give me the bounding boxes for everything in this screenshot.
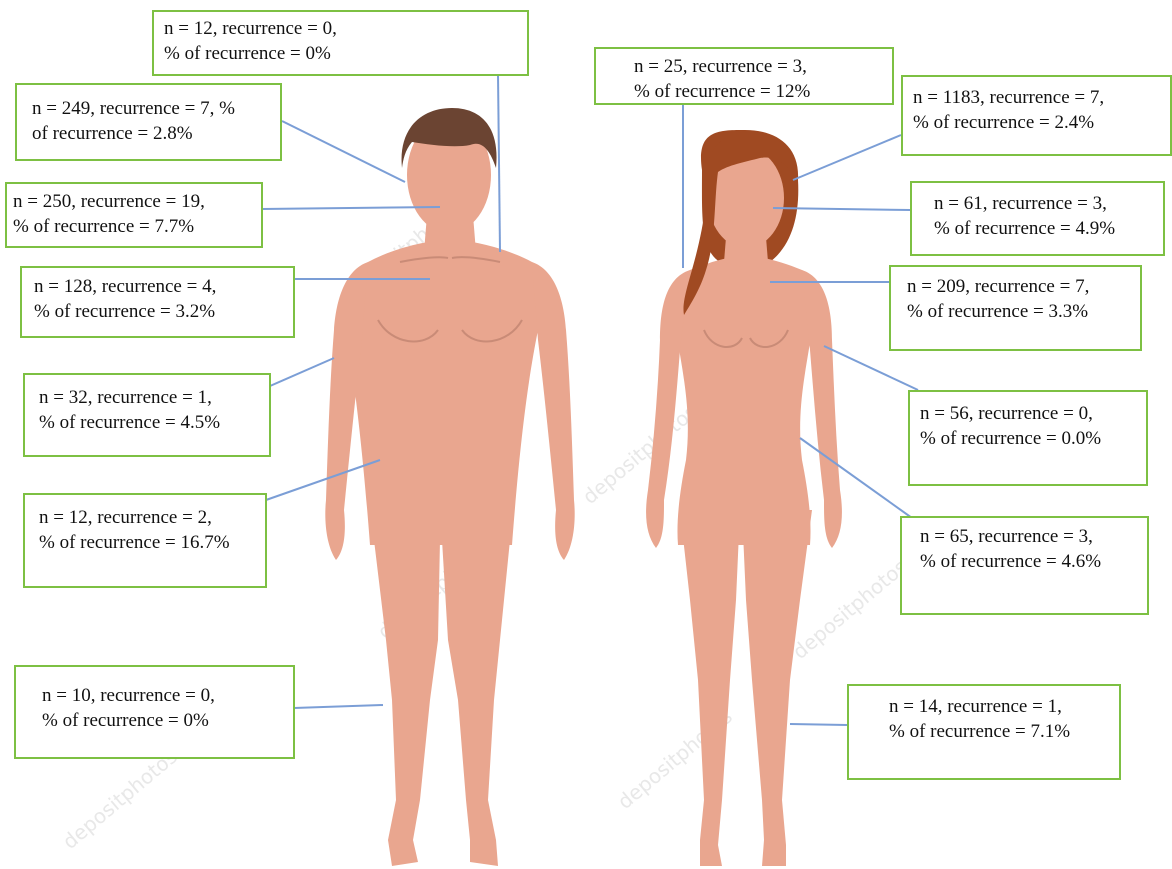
label-line-2: % of recurrence = 0%	[164, 41, 527, 66]
label-line-1: n = 1183, recurrence = 7,	[913, 85, 1170, 110]
leader-line	[800, 438, 912, 518]
male-upper-face-label: n = 249, recurrence = 7, % of recurrence…	[15, 83, 282, 161]
leader-line	[793, 135, 901, 180]
leader-line	[498, 74, 500, 252]
female-trunk-label: n = 65, recurrence = 3, % of recurrence …	[900, 516, 1149, 615]
female-neck-label: n = 209, recurrence = 7, % of recurrence…	[889, 265, 1142, 351]
label-line-2: % of recurrence = 0%	[42, 708, 293, 733]
male-neck-label: n = 128, recurrence = 4, % of recurrence…	[20, 266, 295, 338]
male-right-leg	[442, 540, 510, 866]
leader-line	[266, 460, 380, 500]
label-line-1: n = 14, recurrence = 1,	[889, 694, 1119, 719]
label-line-1: n = 128, recurrence = 4,	[34, 274, 293, 299]
label-line-1: n = 209, recurrence = 7,	[907, 274, 1140, 299]
label-line-1: n = 32, recurrence = 1,	[39, 385, 269, 410]
leader-line	[282, 121, 405, 182]
label-line-1: n = 250, recurrence = 19,	[13, 189, 261, 214]
label-line-2: % of recurrence = 2.4%	[913, 110, 1170, 135]
male-upper-limb-label: n = 32, recurrence = 1, % of recurrence …	[23, 373, 271, 457]
female-face-label: n = 61, recurrence = 3, % of recurrence …	[910, 181, 1165, 256]
male-lower-limb-label: n = 10, recurrence = 0, % of recurrence …	[14, 665, 295, 759]
label-line-2: % of recurrence = 3.2%	[34, 299, 293, 324]
watermark: depositphotos	[58, 744, 182, 854]
label-line-1: n = 61, recurrence = 3,	[934, 191, 1163, 216]
label-line-2: % of recurrence = 0.0%	[920, 426, 1146, 451]
leader-line	[270, 358, 334, 386]
female-left-leg	[680, 510, 740, 866]
label-line-2: % of recurrence = 3.3%	[907, 299, 1140, 324]
leader-line	[262, 207, 440, 209]
male-left-leg	[374, 540, 440, 866]
label-line-1: n = 56, recurrence = 0,	[920, 401, 1146, 426]
leader-line	[294, 705, 383, 708]
female-upper-limb-label: n = 56, recurrence = 0, % of recurrence …	[908, 390, 1148, 486]
female-right-leg	[742, 510, 812, 866]
female-lower-limb-label: n = 14, recurrence = 1, % of recurrence …	[847, 684, 1121, 780]
leader-line	[824, 346, 918, 390]
label-line-2: % of recurrence = 7.1%	[889, 719, 1119, 744]
label-line-2: % of recurrence = 16.7%	[39, 530, 265, 555]
male-scalp-label: n = 12, recurrence = 0, % of recurrence …	[152, 10, 529, 76]
label-line-1: n = 249, recurrence = 7, %	[32, 96, 280, 121]
label-line-1: n = 10, recurrence = 0,	[42, 683, 293, 708]
label-line-1: n = 25, recurrence = 3,	[634, 54, 892, 79]
label-line-2: % of recurrence = 4.6%	[920, 549, 1147, 574]
label-line-2: % of recurrence = 12%	[634, 79, 892, 104]
female-upper-face-label: n = 1183, recurrence = 7, % of recurrenc…	[901, 75, 1172, 156]
label-line-2: % of recurrence = 7.7%	[13, 214, 261, 239]
label-line-1: n = 12, recurrence = 0,	[164, 16, 527, 41]
label-line-2: % of recurrence = 4.5%	[39, 410, 269, 435]
male-face-label: n = 250, recurrence = 19, % of recurrenc…	[5, 182, 263, 248]
label-line-1: n = 12, recurrence = 2,	[39, 505, 265, 530]
label-line-1: n = 65, recurrence = 3,	[920, 524, 1147, 549]
label-line-2: of recurrence = 2.8%	[32, 121, 280, 146]
female-scalp-label: n = 25, recurrence = 3, % of recurrence …	[594, 47, 894, 105]
watermark: depositphotos	[788, 554, 912, 664]
leader-line	[790, 724, 847, 725]
label-line-2: % of recurrence = 4.9%	[934, 216, 1163, 241]
male-torso	[344, 240, 543, 545]
male-figure	[325, 108, 574, 866]
male-trunk-label: n = 12, recurrence = 2, % of recurrence …	[23, 493, 267, 588]
female-torso	[673, 256, 816, 545]
male-right-arm	[532, 262, 575, 560]
